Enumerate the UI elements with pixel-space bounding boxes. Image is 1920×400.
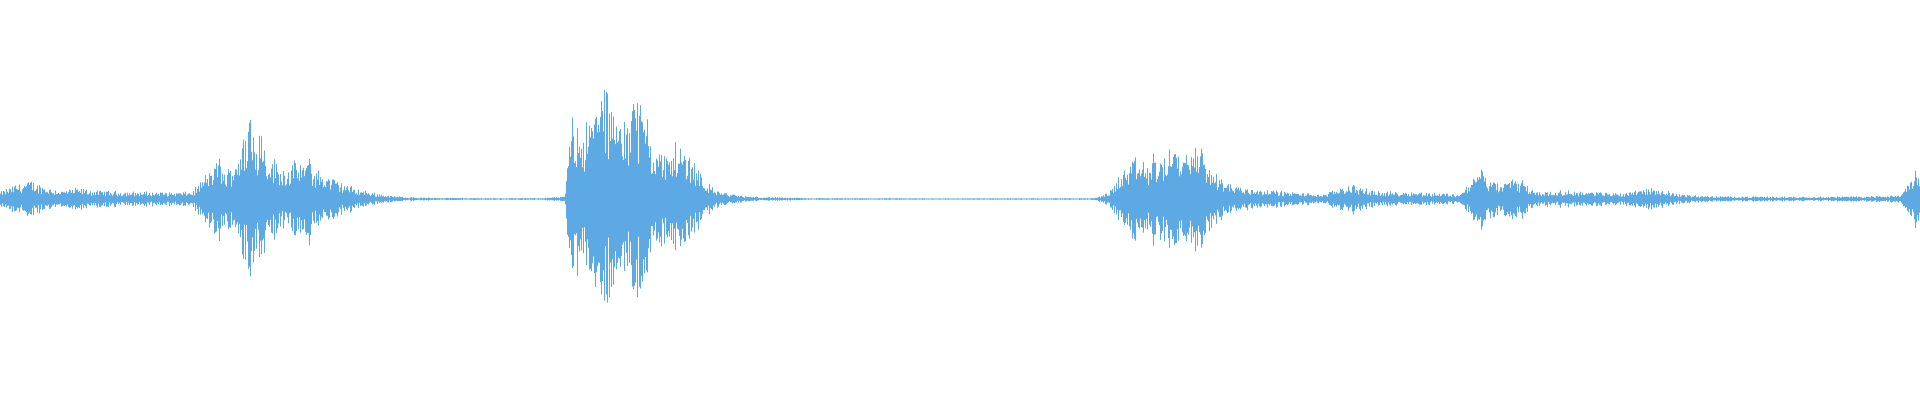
waveform-trace (0, 89, 1920, 303)
waveform-bars (0, 89, 1920, 303)
